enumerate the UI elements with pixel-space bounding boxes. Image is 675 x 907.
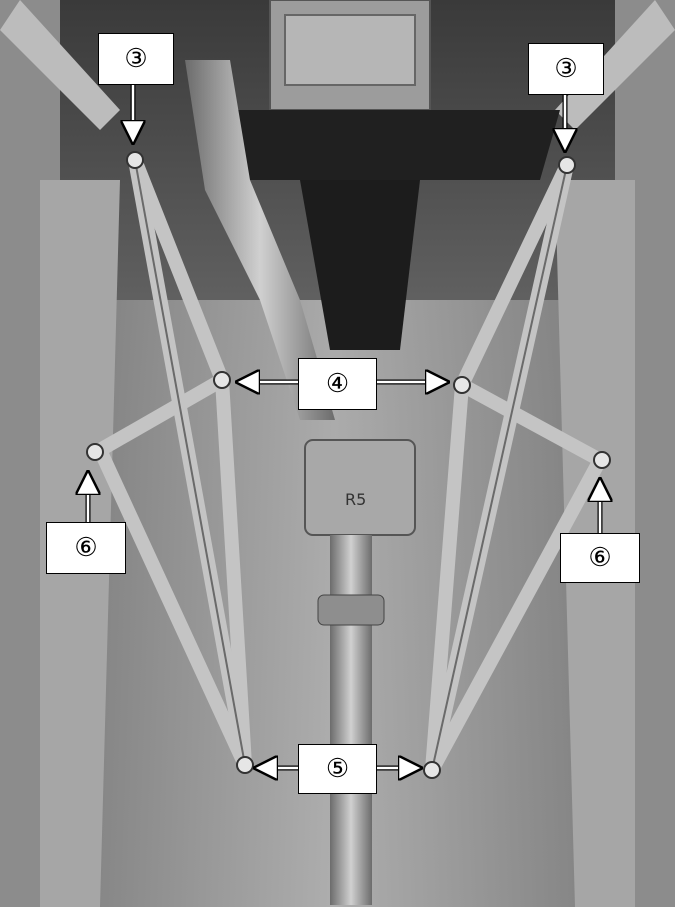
crossmember <box>200 110 560 180</box>
exhaust-flange <box>317 594 385 626</box>
upper-left-arm <box>0 0 120 130</box>
left-side-brace <box>93 373 229 457</box>
catalytic-converter <box>304 439 416 536</box>
upper-right-arm <box>555 0 675 130</box>
callout-left-side: ⑥ <box>46 522 126 574</box>
transmission-cover <box>284 14 416 86</box>
converter-stamp: R5 <box>345 490 366 509</box>
right-side-brace <box>455 378 607 467</box>
center-exhaust-pipe <box>330 535 372 905</box>
callout-mid-center: ④ <box>298 358 377 410</box>
callout-top-left: ③ <box>98 33 174 85</box>
callout-right-side: ⑥ <box>560 533 640 583</box>
mount-bolts <box>86 151 611 779</box>
transmission-mount <box>300 180 420 350</box>
callout-top-right: ③ <box>528 43 604 95</box>
callout-bottom-center: ⑤ <box>298 744 377 794</box>
front-exhaust-pipe <box>185 60 335 420</box>
